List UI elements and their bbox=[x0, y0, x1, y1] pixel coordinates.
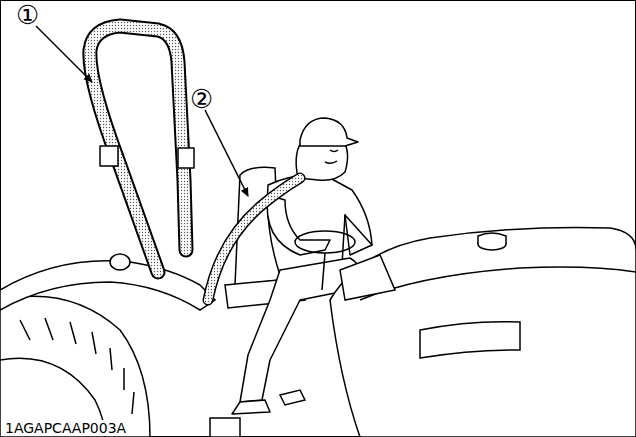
rear-tire bbox=[0, 296, 150, 437]
pedals bbox=[210, 390, 305, 437]
callout-number: ② bbox=[190, 86, 213, 112]
fender bbox=[0, 254, 215, 310]
seat-belt bbox=[208, 178, 300, 300]
figure-code: 1AGAPCAAP003A bbox=[3, 420, 128, 436]
leader-lines bbox=[36, 26, 248, 196]
rops-frame bbox=[90, 26, 194, 272]
callout-number: ① bbox=[16, 2, 39, 28]
hood bbox=[330, 227, 636, 437]
